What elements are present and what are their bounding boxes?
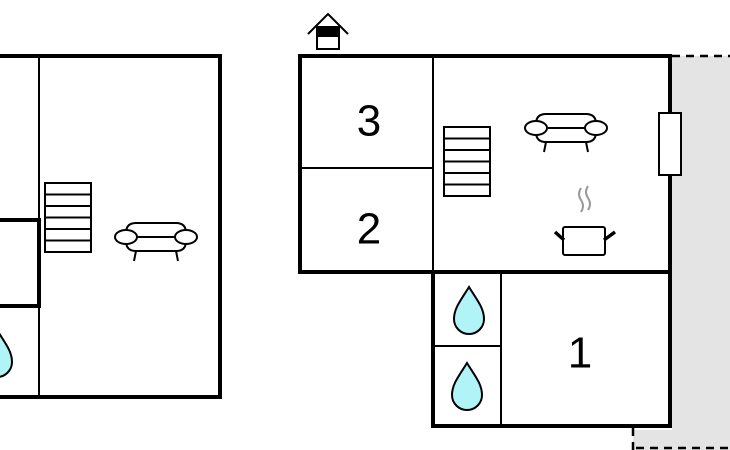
entrance-icon [307, 12, 349, 50]
stairs-icon [44, 182, 92, 253]
kitchen-pot-icon [553, 185, 617, 256]
room-1-label: 1 [568, 329, 592, 378]
room-2-label: 2 [357, 205, 381, 254]
window-icon [658, 112, 682, 176]
room-3-label: 3 [357, 97, 381, 146]
floor-right: 3 2 1 [298, 12, 682, 428]
floor-left [0, 54, 222, 399]
stairs-icon [443, 126, 491, 197]
